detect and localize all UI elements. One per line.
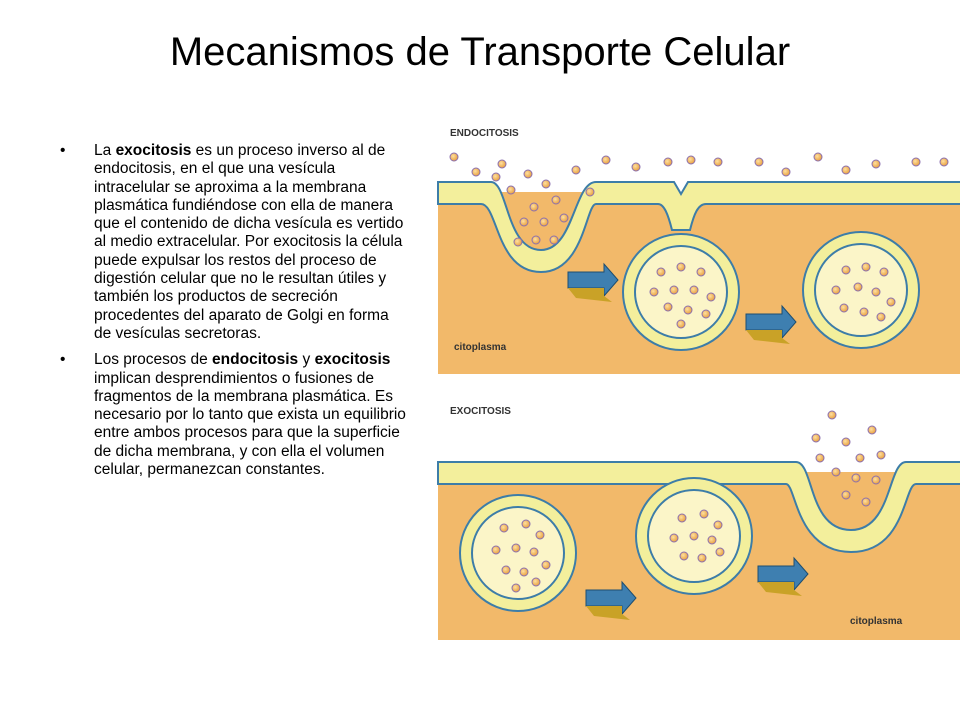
bold-term: endocitosis [212,351,299,369]
membrane-endocitosis [437,181,960,274]
endocitosis-panel: ENDOCITOSIS citoplasma [436,122,960,374]
particles [449,152,949,329]
cytoplasm-label: citoplasma [454,342,507,353]
endocitosis-label: ENDOCITOSIS [450,128,519,139]
text-run: implican desprendimientos o fusiones de … [94,369,406,479]
bullet-item-exocitosis: • La exocitosis es un proceso inverso al… [60,142,410,343]
arrow-icon [585,580,637,620]
bullet-list: • La exocitosis es un proceso inverso al… [60,142,410,487]
bold-term: exocitosis [115,142,192,159]
bullet-text: Los procesos de endocitosis y exocitosis… [94,351,406,478]
bullet-text: La exocitosis es un proceso inverso al d… [94,142,403,342]
vesicle [459,494,577,612]
particles [491,410,886,593]
text-run: y [298,351,315,369]
exocitosis-label: EXOCITOSIS [450,406,511,417]
bullet-dot: • [60,351,66,369]
vesicle [622,233,740,351]
arrow-icon [567,262,619,302]
arrow-icon [757,556,809,596]
membrane-exocitosis [437,461,960,554]
text-run: es un proceso inverso al de endocitosis,… [94,142,404,342]
exocitosis-panel: EXOCITOSIS citoplasma [437,406,960,640]
bullet-item-balance: • Los procesos de endocitosis y exocitos… [60,351,410,479]
slide-title: Mecanismos de Transporte Celular [169,30,791,74]
bullet-dot: • [60,142,66,159]
text-run: La [94,142,116,159]
cytoplasm-label: citoplasma [850,616,903,627]
bold-term: exocitosis [314,351,391,369]
arrow-icon [745,304,797,344]
transport-diagram: ENDOCITOSIS citoplasma [436,122,960,640]
text-run: Los procesos de [94,351,213,369]
